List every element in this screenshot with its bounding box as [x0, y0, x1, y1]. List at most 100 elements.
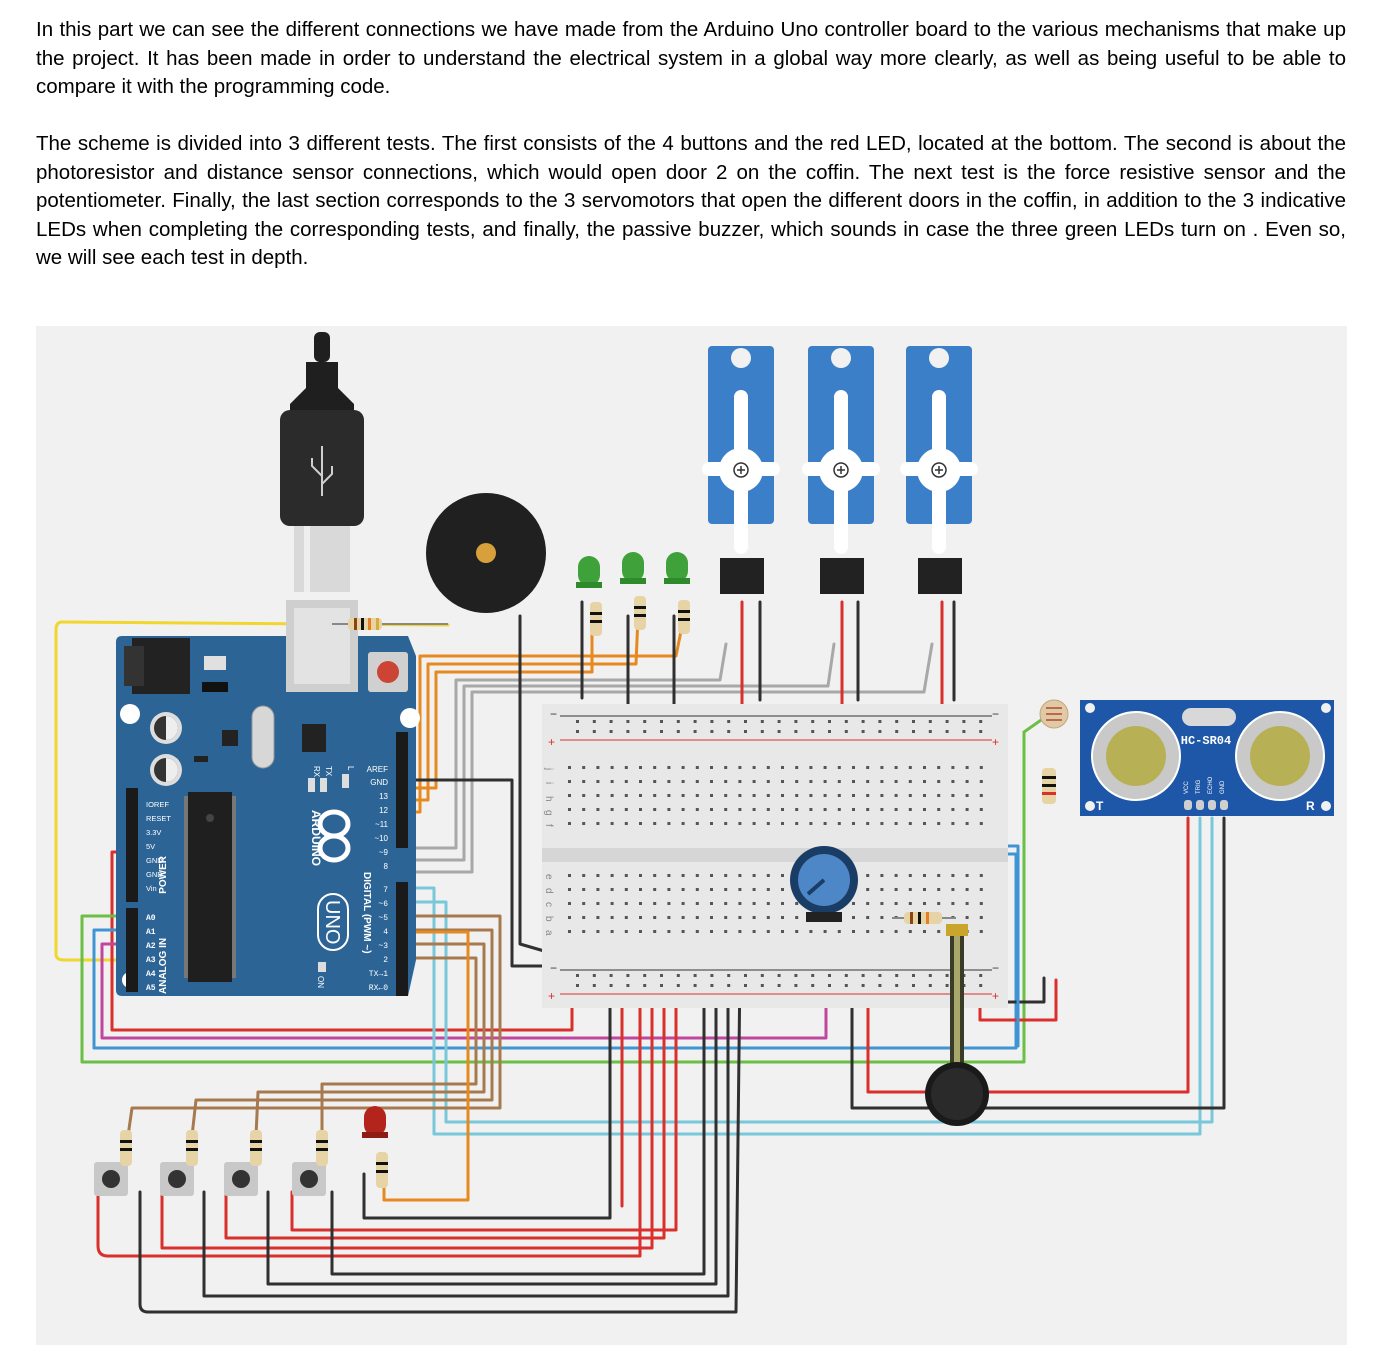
- breadboard-hole: [610, 874, 614, 877]
- breadboard-hole: [592, 974, 596, 977]
- breadboard-hole: [676, 974, 680, 977]
- sensor-pin-trig: TRIG: [1196, 779, 1202, 794]
- row-labels-left: j i h g f e d c b a: [543, 767, 554, 936]
- breadboard: − + − + − + − + j i h g f e d c b a: [542, 704, 1008, 1008]
- breadboard-hole: [880, 766, 884, 769]
- breadboard-hole: [795, 780, 799, 783]
- wire-sensor-gnd: [850, 816, 1226, 1110]
- breadboard-hole: [795, 902, 799, 905]
- breadboard-hole: [951, 766, 955, 769]
- breadboard-hole: [912, 730, 915, 733]
- breadboard-hole: [828, 730, 831, 733]
- breadboard-hole: [653, 902, 657, 905]
- breadboard-hole: [852, 794, 855, 797]
- breadboard-hole: [760, 720, 764, 723]
- photoresistor: [1039, 699, 1069, 804]
- breadboard-hole: [582, 780, 586, 783]
- breadboard-hole: [738, 822, 742, 825]
- pin-gnd-d: GND: [370, 778, 388, 787]
- breadboard-hole: [965, 780, 969, 783]
- wire-black-led: [362, 964, 612, 1220]
- breadboard-hole: [693, 984, 697, 987]
- breadboard-hole: [979, 780, 983, 783]
- breadboard-hole: [727, 730, 731, 733]
- breadboard-hole: [823, 930, 827, 933]
- pin-1: TX→1: [369, 970, 388, 979]
- breadboard-hole: [945, 730, 949, 733]
- breadboard-hole: [639, 766, 642, 769]
- breadboard-hole: [880, 930, 884, 933]
- breadboard-hole: [811, 984, 815, 987]
- breadboard-hole: [866, 930, 870, 933]
- tx-label: TX: [324, 766, 333, 777]
- breadboard-hole: [681, 794, 685, 797]
- breadboard-hole: [794, 720, 798, 723]
- breadboard-hole: [653, 780, 657, 783]
- breadboard-hole: [908, 794, 912, 797]
- breadboard-hole: [681, 888, 685, 891]
- wire-orange-12: [404, 614, 640, 802]
- breadboard-hole: [928, 984, 932, 987]
- breadboard-hole: [928, 730, 932, 733]
- breadboard-hole: [965, 766, 969, 769]
- wire-black-btn-3: [266, 964, 718, 1286]
- breadboard-hole: [962, 720, 966, 723]
- sensor-t-label: T: [1096, 799, 1104, 813]
- pin-gnd-1: GND: [146, 856, 163, 865]
- breadboard-hole: [766, 822, 770, 825]
- breadboard-hole: [676, 984, 680, 987]
- breadboard-hole: [752, 808, 756, 811]
- breadboard-hole: [866, 808, 870, 811]
- breadboard-hole: [823, 794, 827, 797]
- breadboard-hole: [738, 916, 742, 919]
- breadboard-hole: [738, 874, 742, 877]
- breadboard-hole: [653, 808, 657, 811]
- breadboard-hole: [809, 808, 813, 811]
- breadboard-hole: [937, 808, 941, 811]
- pin-10: ~10: [374, 834, 388, 843]
- breadboard-hole: [639, 902, 642, 905]
- breadboard-hole: [828, 984, 831, 987]
- breadboard-hole: [844, 720, 848, 723]
- led-green-2: [620, 552, 646, 584]
- pin-3v3: 3.3V: [146, 828, 161, 837]
- breadboard-hole: [624, 916, 628, 919]
- pin-3: ~3: [378, 942, 388, 951]
- breadboard-hole: [724, 888, 728, 891]
- breadboard-hole: [596, 888, 600, 891]
- breadboard-hole: [710, 730, 714, 733]
- breadboard-hole: [582, 930, 586, 933]
- breadboard-hole: [777, 720, 781, 723]
- row-e: e: [543, 874, 554, 880]
- pin-gnd-2: GND: [146, 870, 163, 879]
- breadboard-hole: [624, 902, 628, 905]
- breadboard-hole: [724, 930, 728, 933]
- breadboard-hole: [766, 874, 770, 877]
- usb-icon: [311, 446, 333, 496]
- breadboard-hole: [752, 888, 756, 891]
- breadboard-hole: [568, 780, 571, 783]
- breadboard-hole: [837, 794, 841, 797]
- pushbutton-2: [160, 1162, 194, 1196]
- pin-a5: A5: [146, 984, 156, 993]
- breadboard-hole: [894, 780, 898, 783]
- row-i: i: [543, 782, 554, 784]
- breadboard-hole: [724, 794, 728, 797]
- breadboard-hole: [610, 808, 614, 811]
- breadboard-hole: [738, 766, 742, 769]
- servo-2: [802, 346, 880, 594]
- row-a: a: [543, 930, 554, 936]
- wire-green-a0: [80, 716, 1046, 1064]
- breadboard-hole: [923, 888, 926, 891]
- breadboard-hole: [639, 780, 642, 783]
- breadboard-hole: [923, 822, 926, 825]
- breadboard-hole: [693, 720, 697, 723]
- breadboard-hole: [752, 930, 756, 933]
- breadboard-holes: [568, 720, 983, 987]
- row-b: b: [543, 916, 554, 922]
- breadboard-hole: [923, 794, 926, 797]
- breadboard-hole: [724, 822, 728, 825]
- breadboard-hole: [710, 794, 713, 797]
- breadboard-hole: [681, 916, 685, 919]
- breadboard-hole: [895, 984, 899, 987]
